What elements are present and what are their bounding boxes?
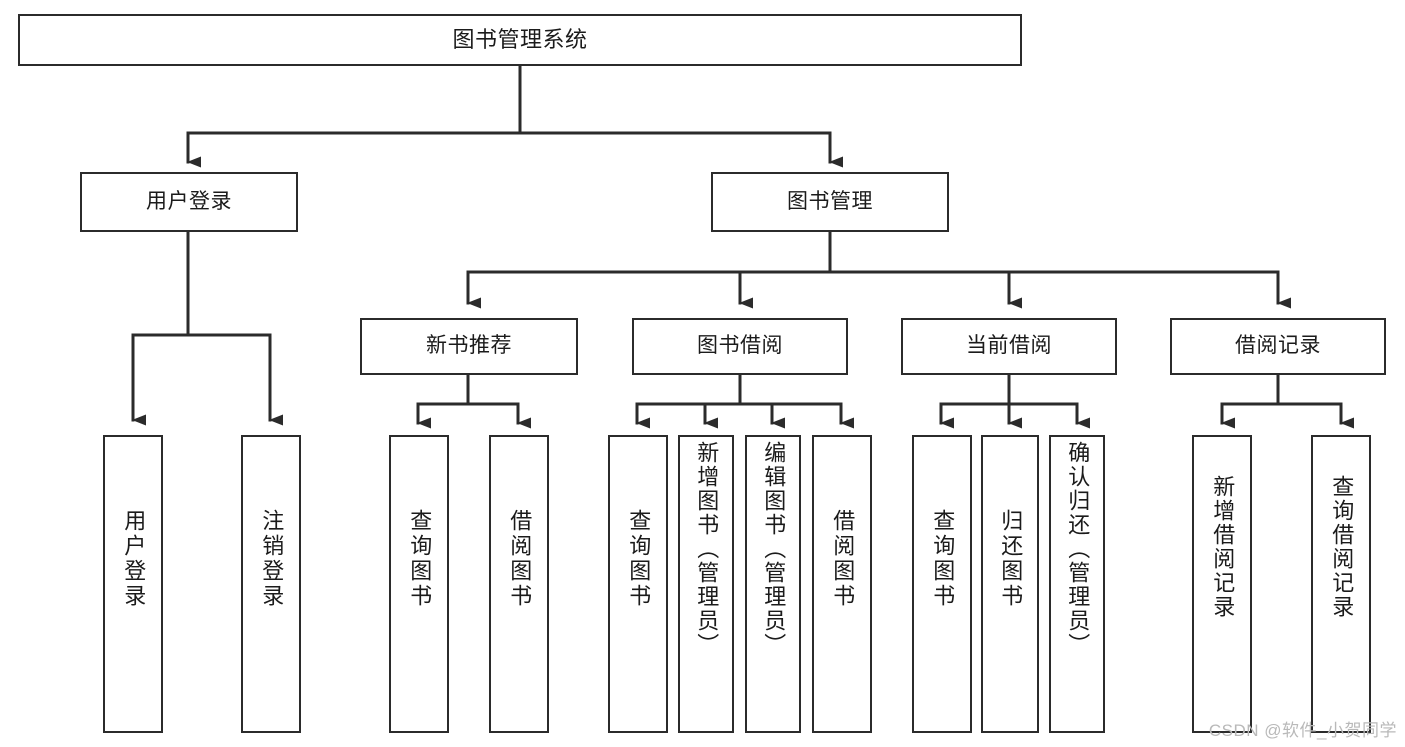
leaf-add-record[interactable]: 新增借阅记录 <box>1192 435 1252 733</box>
node-label: 借阅记录 <box>1235 334 1321 358</box>
node-label: 用户登录 <box>146 189 232 213</box>
node-label: 图书管理 <box>787 189 873 213</box>
node-label: 确认归还（管理员） <box>1065 441 1091 657</box>
node-user-login[interactable]: 用户登录 <box>80 172 298 232</box>
leaf-query-record[interactable]: 查询借阅记录 <box>1311 435 1371 733</box>
node-book-manage[interactable]: 图书管理 <box>711 172 949 232</box>
watermark: CSDN @软件_小贺同学 <box>1208 721 1397 740</box>
node-current-borrow[interactable]: 当前借阅 <box>901 318 1117 375</box>
node-label: 借阅图书 <box>830 509 856 609</box>
node-label: 新增图书（管理员） <box>694 441 720 657</box>
node-label: 当前借阅 <box>966 334 1052 358</box>
node-label: 注销登录 <box>259 509 285 609</box>
leaf-query-book-3[interactable]: 查询图书 <box>912 435 972 733</box>
node-root-system[interactable]: 图书管理系统 <box>18 14 1022 66</box>
node-book-borrow[interactable]: 图书借阅 <box>632 318 848 375</box>
leaf-add-book[interactable]: 新增图书（管理员） <box>678 435 734 733</box>
leaf-borrow-book-2[interactable]: 借阅图书 <box>812 435 872 733</box>
node-label: 查询图书 <box>407 509 433 609</box>
node-label: 用户登录 <box>121 509 147 609</box>
node-label: 编辑图书（管理员） <box>761 441 787 657</box>
leaf-logout-login[interactable]: 注销登录 <box>241 435 301 733</box>
node-label: 借阅图书 <box>507 509 533 609</box>
node-label: 新书推荐 <box>426 334 512 358</box>
leaf-return-book[interactable]: 归还图书 <box>981 435 1039 733</box>
node-borrow-record[interactable]: 借阅记录 <box>1170 318 1386 375</box>
leaf-query-book-1[interactable]: 查询图书 <box>389 435 449 733</box>
node-label: 查询图书 <box>626 509 652 609</box>
node-label: 查询借阅记录 <box>1329 475 1355 619</box>
leaf-query-book-2[interactable]: 查询图书 <box>608 435 668 733</box>
node-new-book-recommend[interactable]: 新书推荐 <box>360 318 578 375</box>
node-label: 新增借阅记录 <box>1210 475 1236 619</box>
leaf-edit-book[interactable]: 编辑图书（管理员） <box>745 435 801 733</box>
node-label: 归还图书 <box>998 509 1024 609</box>
node-label: 查询图书 <box>930 509 956 609</box>
leaf-borrow-book-1[interactable]: 借阅图书 <box>489 435 549 733</box>
leaf-user-login[interactable]: 用户登录 <box>103 435 163 733</box>
leaf-confirm-return[interactable]: 确认归还（管理员） <box>1049 435 1105 733</box>
node-label: 图书管理系统 <box>452 27 588 53</box>
node-label: 图书借阅 <box>697 334 783 358</box>
